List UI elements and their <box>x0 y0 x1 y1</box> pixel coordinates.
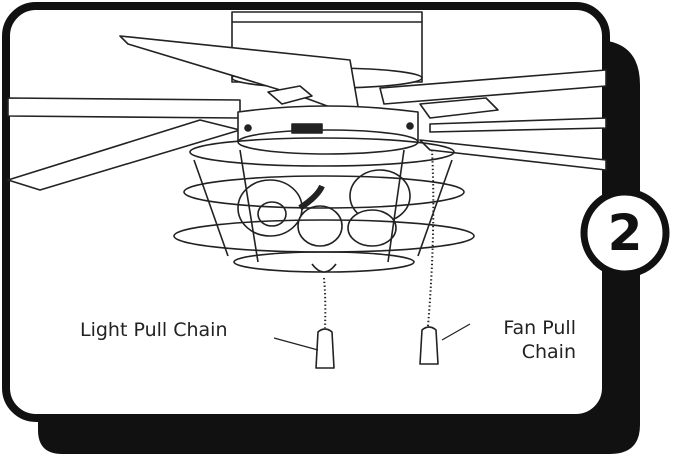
step-number: 2 <box>580 188 670 278</box>
fan-pull-chain-label-line1: Fan Pull <box>454 316 576 340</box>
light-pull-chain-label: Light Pull Chain <box>80 318 228 342</box>
fan-pull-chain-label: Fan Pull Chain <box>454 316 576 364</box>
fan-pull-chain-label-line2: Chain <box>454 340 576 364</box>
